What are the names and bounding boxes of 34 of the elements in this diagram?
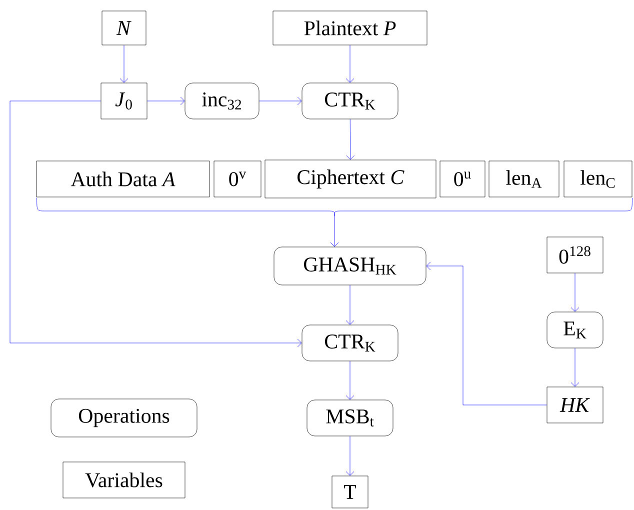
arrow (147, 96, 185, 106)
operation-box: MSB$_{t}$ (306, 400, 394, 436)
variable-box: len$_{A}$ (488, 160, 560, 198)
arrow (330, 216, 339, 247)
arrow (346, 284, 354, 325)
operation-box: GHASH$_{HK}$ (274, 246, 426, 286)
variable-box: Plaintext P (272, 10, 428, 46)
variable-box: HK (546, 386, 604, 424)
arrow (120, 44, 128, 83)
arrow (570, 272, 580, 312)
brace (36, 198, 632, 216)
operation-box: CTR$_{K}$ (302, 82, 398, 120)
variable-box: 0$^{v}$ (214, 160, 262, 198)
variable-box: Ciphertext C (264, 160, 436, 198)
arrow (346, 44, 354, 83)
variable-box: J$_{0}$ (100, 82, 148, 120)
variable-box: T (332, 476, 368, 508)
arrow (10, 100, 302, 348)
operation-box: Operations (50, 398, 198, 438)
arrow (259, 96, 302, 106)
operation-box: CTR$_{K}$ (302, 324, 398, 362)
arrow (346, 118, 355, 160)
arrow (426, 262, 547, 406)
variable-box: 0$^{128}$ (546, 236, 604, 274)
variable-box: Variables (62, 462, 186, 498)
arrow (346, 360, 354, 400)
arrow (570, 348, 580, 387)
variable-box: N (102, 10, 146, 46)
arrow (346, 436, 354, 476)
variable-box: len$_{C}$ (564, 160, 632, 198)
operation-box: E$_{K}$ (546, 312, 604, 348)
variable-box: 0$^{u}$ (440, 160, 486, 198)
variable-box: Auth Data A (36, 160, 210, 198)
operation-box: inc$_{32}$ (184, 82, 260, 120)
